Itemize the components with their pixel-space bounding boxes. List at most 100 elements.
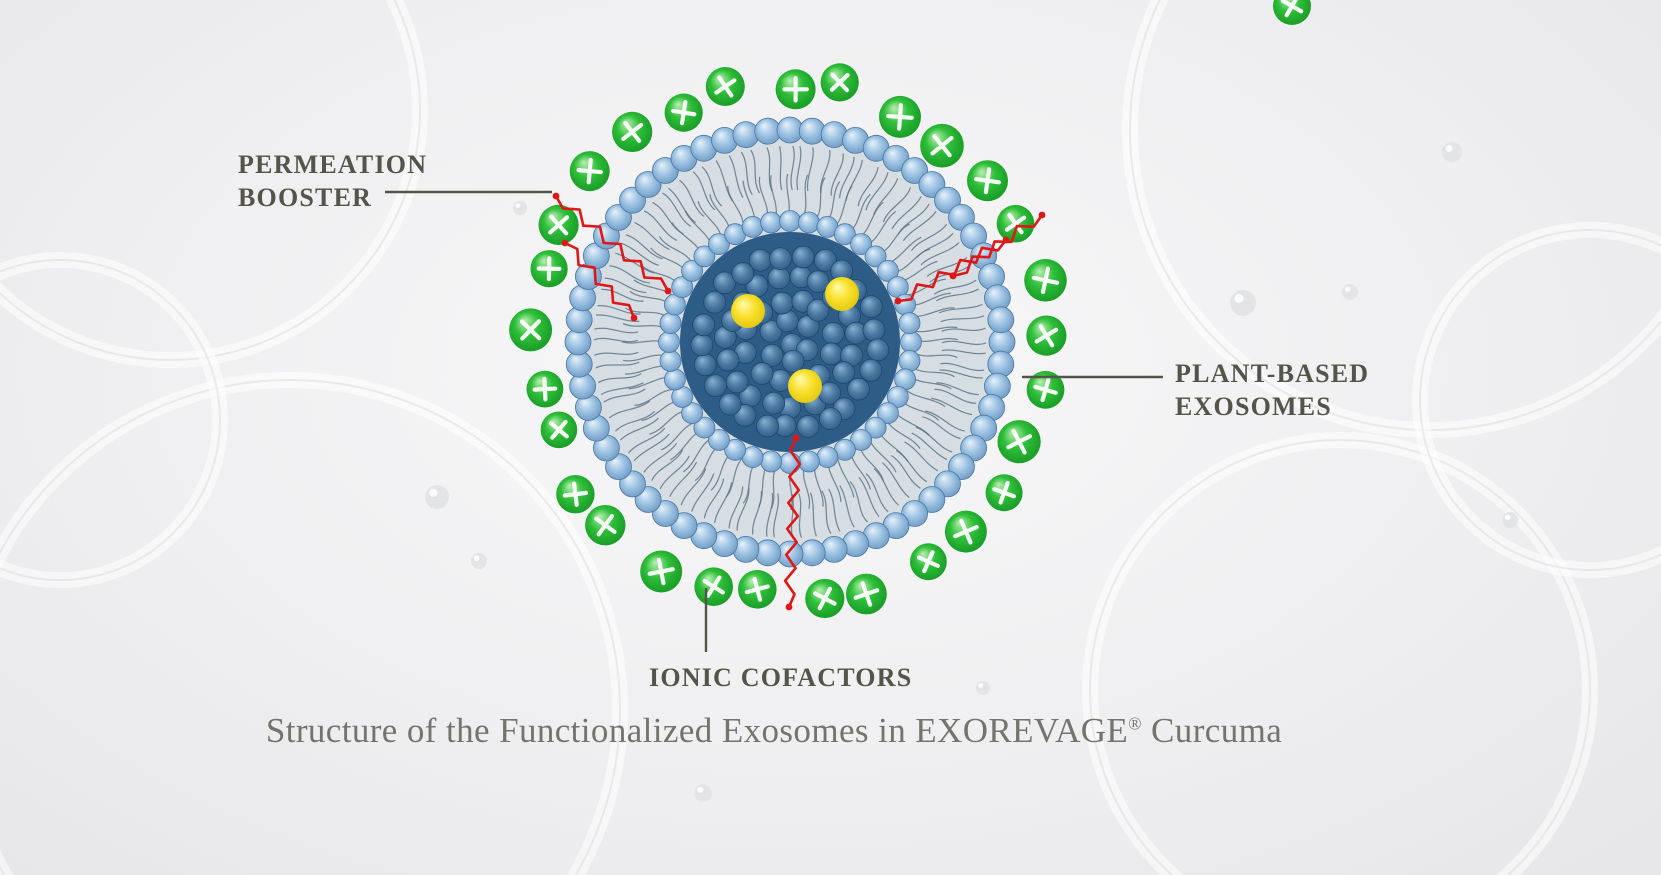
background-droplet (1230, 290, 1256, 316)
ionic-cofactor-sphere (538, 204, 579, 245)
background-droplet-highlight (429, 488, 438, 497)
ionic-cofactor-sphere (820, 63, 859, 102)
plus-icon (916, 550, 940, 574)
label-permeation-booster: PERMEATION BOOSTER (238, 148, 427, 214)
ionic-cofactor-sphere (920, 123, 964, 168)
background-droplet-highlight (1234, 293, 1244, 303)
curcuma-active-sphere (731, 294, 765, 328)
plus-icon (576, 157, 603, 185)
core-vesicle-beads (690, 245, 890, 438)
ionic-cofactor-sphere (569, 151, 610, 192)
background-droplet (1442, 142, 1462, 162)
ionic-cofactor-sphere (738, 570, 777, 609)
caption-prefix: Structure of the Functionalized Exosomes… (265, 711, 916, 750)
plus-icon (992, 480, 1016, 505)
plus-icon (548, 419, 569, 440)
plus-icon (1034, 323, 1059, 348)
plus-icon (744, 576, 770, 602)
ionic-cofactor-sphere (944, 510, 987, 553)
ionic-cofactor-sphere (526, 370, 564, 408)
background-droplet (1342, 284, 1358, 300)
background-bubble (0, 379, 621, 875)
caption-suffix: Curcuma (1141, 711, 1283, 750)
background-droplet-highlight (1344, 286, 1351, 293)
permeation-booster-line2: BOOSTER (238, 183, 373, 212)
plus-icon (714, 75, 737, 98)
plus-icon (519, 319, 542, 341)
background-droplet-highlight (978, 683, 984, 688)
background-droplet (513, 201, 527, 215)
plus-icon (594, 513, 617, 537)
plant-based-exosomes-line1: PLANT-BASED (1175, 359, 1370, 388)
background-droplet (425, 485, 449, 509)
background-droplet-highlight (473, 555, 480, 561)
ionic-cofactor-sphere (996, 204, 1035, 243)
plus-icon (1006, 428, 1032, 455)
permeation-booster-chain (561, 239, 638, 322)
ionic-cofactor-sphere (910, 543, 947, 581)
permeation-booster-line1: PERMEATION (238, 150, 428, 179)
ionic-cofactor-sphere (997, 420, 1041, 464)
ionic-cofactor-sphere (585, 505, 626, 546)
plus-icon (1031, 266, 1060, 295)
ionic-cofactor-sphere (1026, 315, 1067, 356)
ionic-cofactor-sphere (967, 160, 1008, 202)
background-droplet (976, 681, 990, 695)
label-plant-based-exosomes: PLANT-BASED EXOSOMES (1175, 357, 1369, 423)
permeation-booster-chain (949, 211, 1046, 280)
background-droplet-highlight (1504, 514, 1511, 520)
plus-icon (829, 72, 850, 93)
ionic-cofactor-sphere (705, 67, 745, 106)
ionic-cofactor-sphere (556, 475, 595, 514)
background-bubble (0, 252, 228, 588)
background-bubble (1082, 432, 1598, 875)
ionic-cofactor-sphere (846, 573, 887, 615)
plant-based-exosomes-line2: EXOSOMES (1175, 392, 1332, 421)
ionic-cofactor-sphere (1024, 259, 1067, 302)
label-ionic-cofactors: IONIC COFACTORS (649, 663, 913, 692)
ionic-cofactor-sphere (1273, 0, 1311, 25)
registered-trademark-icon: ® (1128, 713, 1142, 734)
background-droplet (471, 553, 487, 569)
background-bubble (0, 259, 221, 581)
background-bubble (1412, 222, 1661, 578)
plus-icon (702, 575, 725, 598)
plus-icon (671, 99, 697, 126)
ionic-cofactor-sphere (985, 474, 1023, 512)
ionic-cofactor-sphere (640, 550, 683, 593)
ionic-cofactor-sphere (805, 578, 845, 619)
plus-icon (548, 214, 570, 236)
plus-icon (1033, 377, 1058, 403)
background-bubble (0, 0, 421, 361)
ionic-cofactor-sphere (1026, 370, 1065, 409)
plus-icon (886, 103, 914, 131)
plus-icon (562, 481, 589, 507)
ionic-cofactor-sphere (694, 567, 733, 606)
plus-icon (853, 581, 880, 607)
ionic-cofactor-sphere (509, 308, 553, 352)
permeation-booster-chain (552, 192, 672, 295)
plus-icon (1004, 212, 1027, 235)
ionic-cofactor-sphere (530, 250, 568, 288)
background-droplet (694, 784, 712, 802)
ionic-cofactor-sphere (540, 411, 578, 449)
plus-icon (930, 134, 954, 158)
permeation-booster-chain (783, 434, 802, 611)
ionic-cofactor-sphere (775, 69, 816, 110)
ionic-cofactor-sphere (664, 93, 703, 132)
caption-brand: EXOREVAGE (915, 711, 1129, 750)
background-droplet-highlight (515, 203, 521, 209)
plus-icon (621, 120, 644, 143)
background-droplet-highlight (1445, 145, 1453, 152)
background-droplet-highlight (697, 786, 704, 794)
ionic-cofactor-sphere (879, 95, 921, 138)
phospholipid-head-ring (658, 210, 922, 474)
ionic-cofactor-sphere (612, 111, 653, 152)
plus-icon (782, 76, 809, 103)
plus-icon (1280, 0, 1304, 18)
plus-icon (647, 557, 675, 586)
background-droplet (1502, 512, 1518, 528)
curcuma-active-sphere (788, 369, 822, 403)
